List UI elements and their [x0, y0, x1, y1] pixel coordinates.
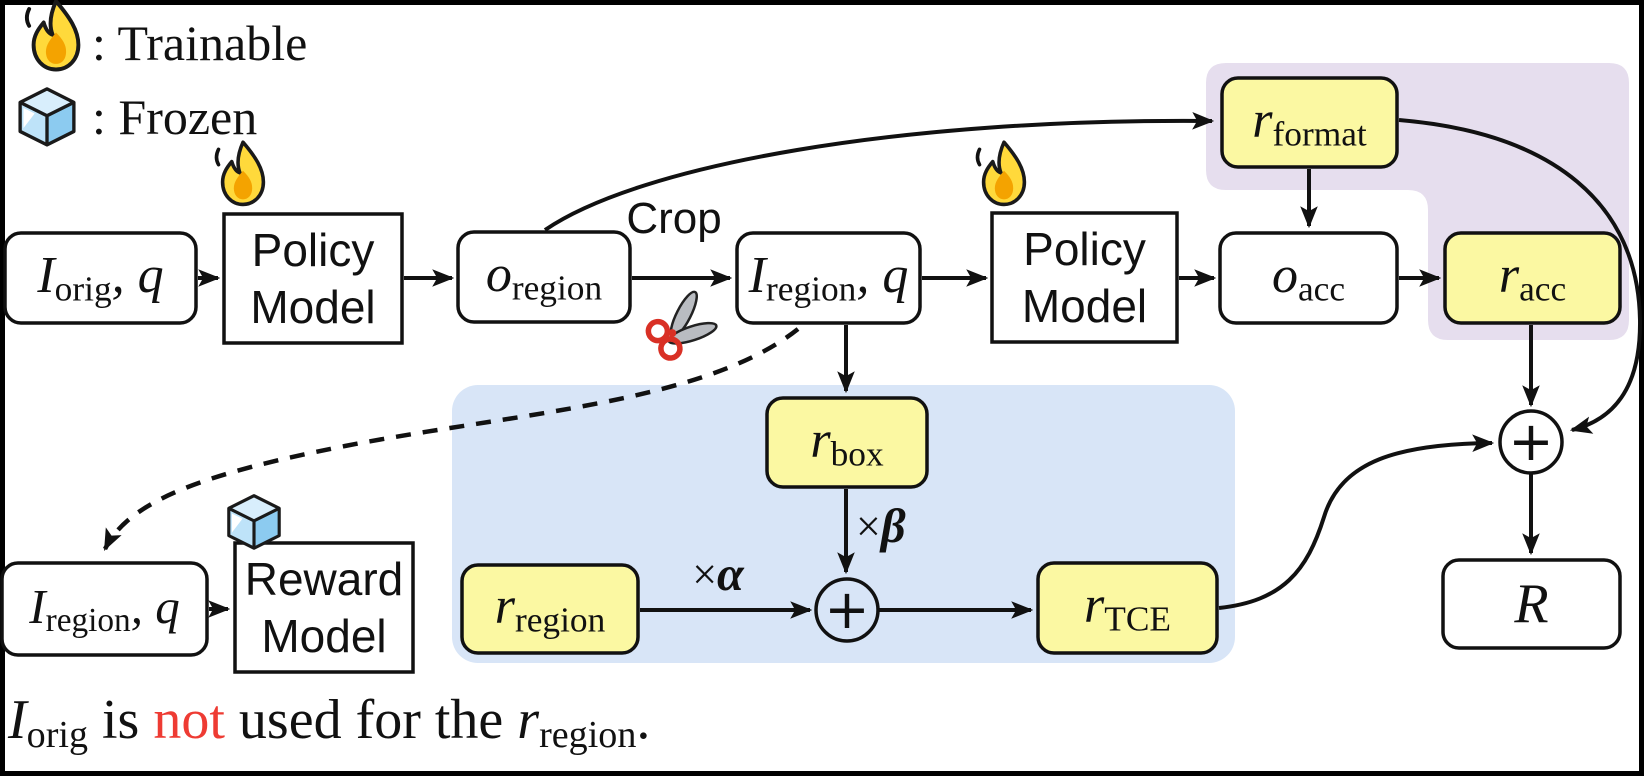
- node-reward-model: [233, 541, 415, 674]
- node-i-orig-label: Iorig, q: [37, 247, 164, 309]
- sum-operator-top: [1498, 409, 1564, 475]
- edge-rtce-to-sum: [1218, 434, 1495, 610]
- legend-frozen-label: : Frozen: [92, 89, 258, 145]
- node-policy-model-top: [222, 212, 404, 345]
- node-i-region-bottom-label: Iregion, q: [29, 579, 180, 639]
- node-policy-model-top-label: Policy Model: [250, 224, 376, 333]
- node-r-format-label: rformat: [1252, 91, 1367, 154]
- node-r-tce: [1036, 561, 1219, 655]
- node-i-orig: [3, 231, 198, 325]
- node-r-box: [765, 396, 929, 489]
- node-policy-model-right: [990, 211, 1179, 344]
- ice-cube-icon: [227, 494, 281, 550]
- plus-operator-bottom: +: [824, 578, 870, 641]
- node-r-region: [460, 563, 640, 655]
- node-policy-model-right-label: Policy Model: [1021, 223, 1148, 332]
- node-r-tce-label: rTCE: [1083, 577, 1172, 639]
- fire-icon: [214, 140, 266, 207]
- plus-operator-top: +: [1508, 410, 1554, 473]
- node-r-format: [1220, 76, 1399, 169]
- edge-oregion-to-rformat: [543, 112, 1215, 232]
- fire-icon: [975, 140, 1027, 207]
- node-r-acc-label: racc: [1498, 247, 1567, 309]
- node-o-acc-label: oacc: [1271, 247, 1346, 309]
- sum-operator-bottom: [814, 577, 880, 643]
- node-i-region-top: [735, 231, 922, 325]
- edge-iregion-reuse-dashed: [102, 327, 800, 551]
- fire-icon: [24, 0, 81, 72]
- ice-cube-icon: [18, 87, 76, 147]
- edge-rformat-to-sum: [1398, 118, 1643, 434]
- node-r-acc: [1443, 231, 1622, 325]
- times-alpha-label: ×α: [692, 547, 744, 601]
- node-r-box-label: rbox: [810, 411, 884, 474]
- node-final-reward-label: R: [1514, 573, 1549, 635]
- node-o-region: [456, 230, 632, 324]
- node-i-region-top-label: Iregion, q: [748, 247, 909, 309]
- node-final-reward: [1441, 558, 1622, 650]
- node-o-region-label: oregion: [485, 246, 603, 308]
- scissors-icon: [645, 290, 718, 361]
- node-o-acc: [1218, 231, 1399, 325]
- node-r-region-label: rregion: [494, 578, 606, 640]
- node-i-region-bottom: [0, 561, 209, 657]
- figure-caption: Iorig is not used for the rregion.: [8, 689, 651, 757]
- crop-edge-label: Crop: [626, 194, 722, 243]
- times-beta-label: ×β: [856, 499, 906, 553]
- node-reward-model-label: Reward Model: [244, 553, 404, 662]
- legend-trainable-label: : Trainable: [92, 15, 308, 71]
